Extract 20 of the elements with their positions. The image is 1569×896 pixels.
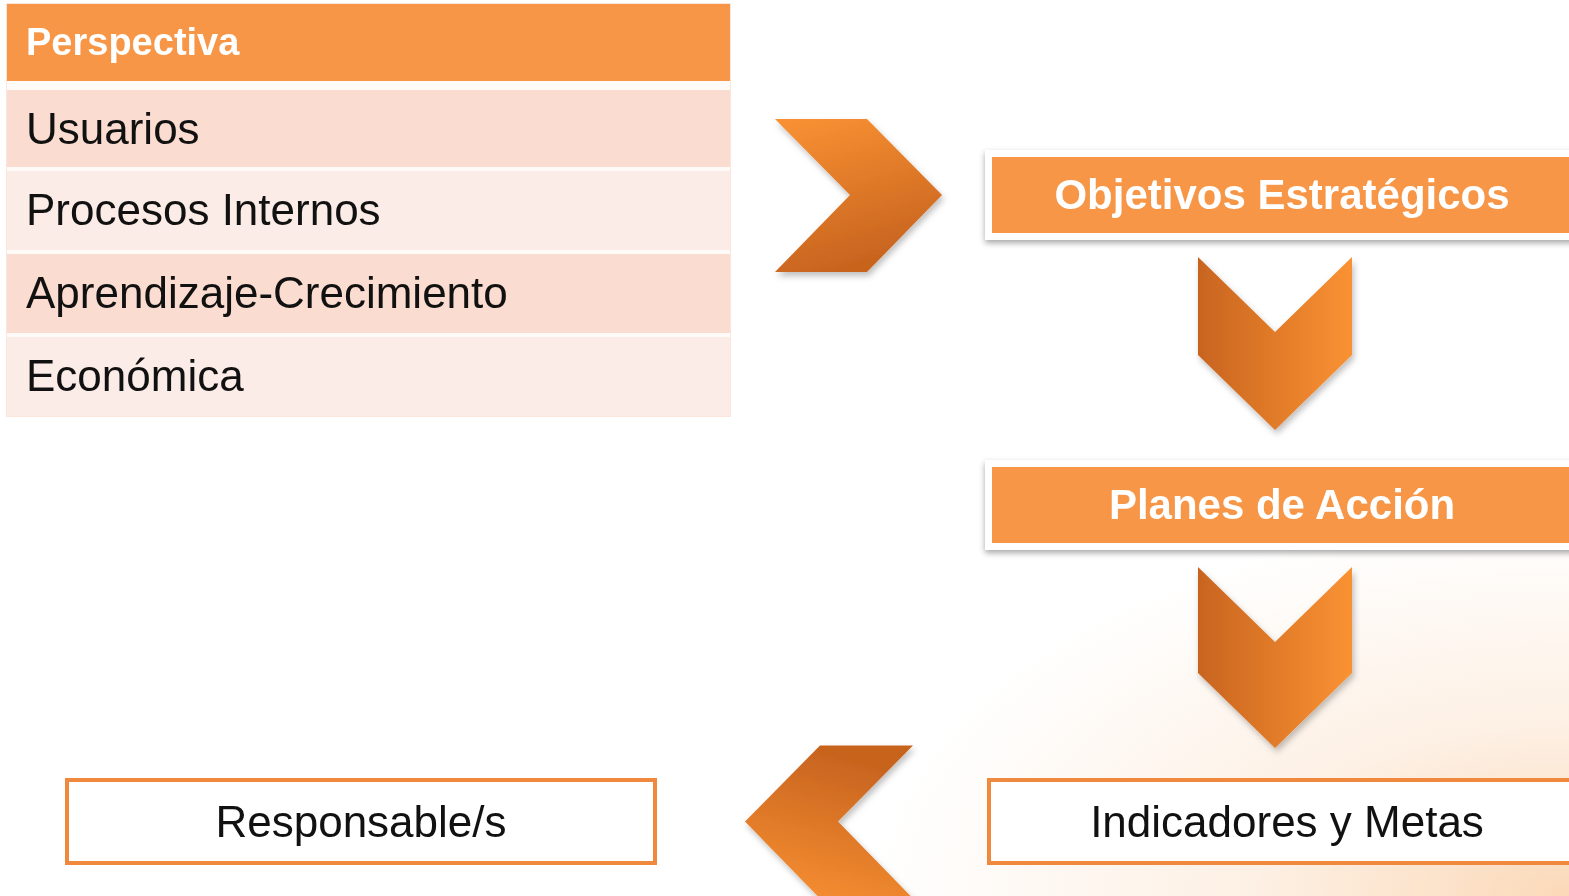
box-label: Indicadores y Metas (1090, 796, 1484, 847)
row-label: Procesos Internos (26, 184, 381, 236)
chevron-arrow (1198, 257, 1352, 430)
chevron-arrow (1198, 567, 1352, 748)
chevron-arrow (775, 119, 942, 272)
table-row (7, 254, 730, 333)
banner-label: Objetivos Estratégicos (1053, 171, 1511, 219)
box-label: Responsable/s (215, 796, 507, 847)
outlined-box (987, 778, 1569, 865)
outlined-box (65, 778, 657, 865)
row-label: Económica (26, 350, 244, 402)
table-row (7, 171, 730, 250)
table-row (7, 90, 730, 167)
row-label: Usuarios (26, 103, 200, 155)
table-row (7, 337, 730, 416)
chevron-arrow (745, 745, 913, 896)
banner-label: Planes de Acción (1107, 481, 1457, 529)
table-header: Perspectiva (7, 4, 730, 81)
table (7, 4, 730, 416)
row-label: Aprendizaje-Crecimiento (26, 267, 508, 319)
